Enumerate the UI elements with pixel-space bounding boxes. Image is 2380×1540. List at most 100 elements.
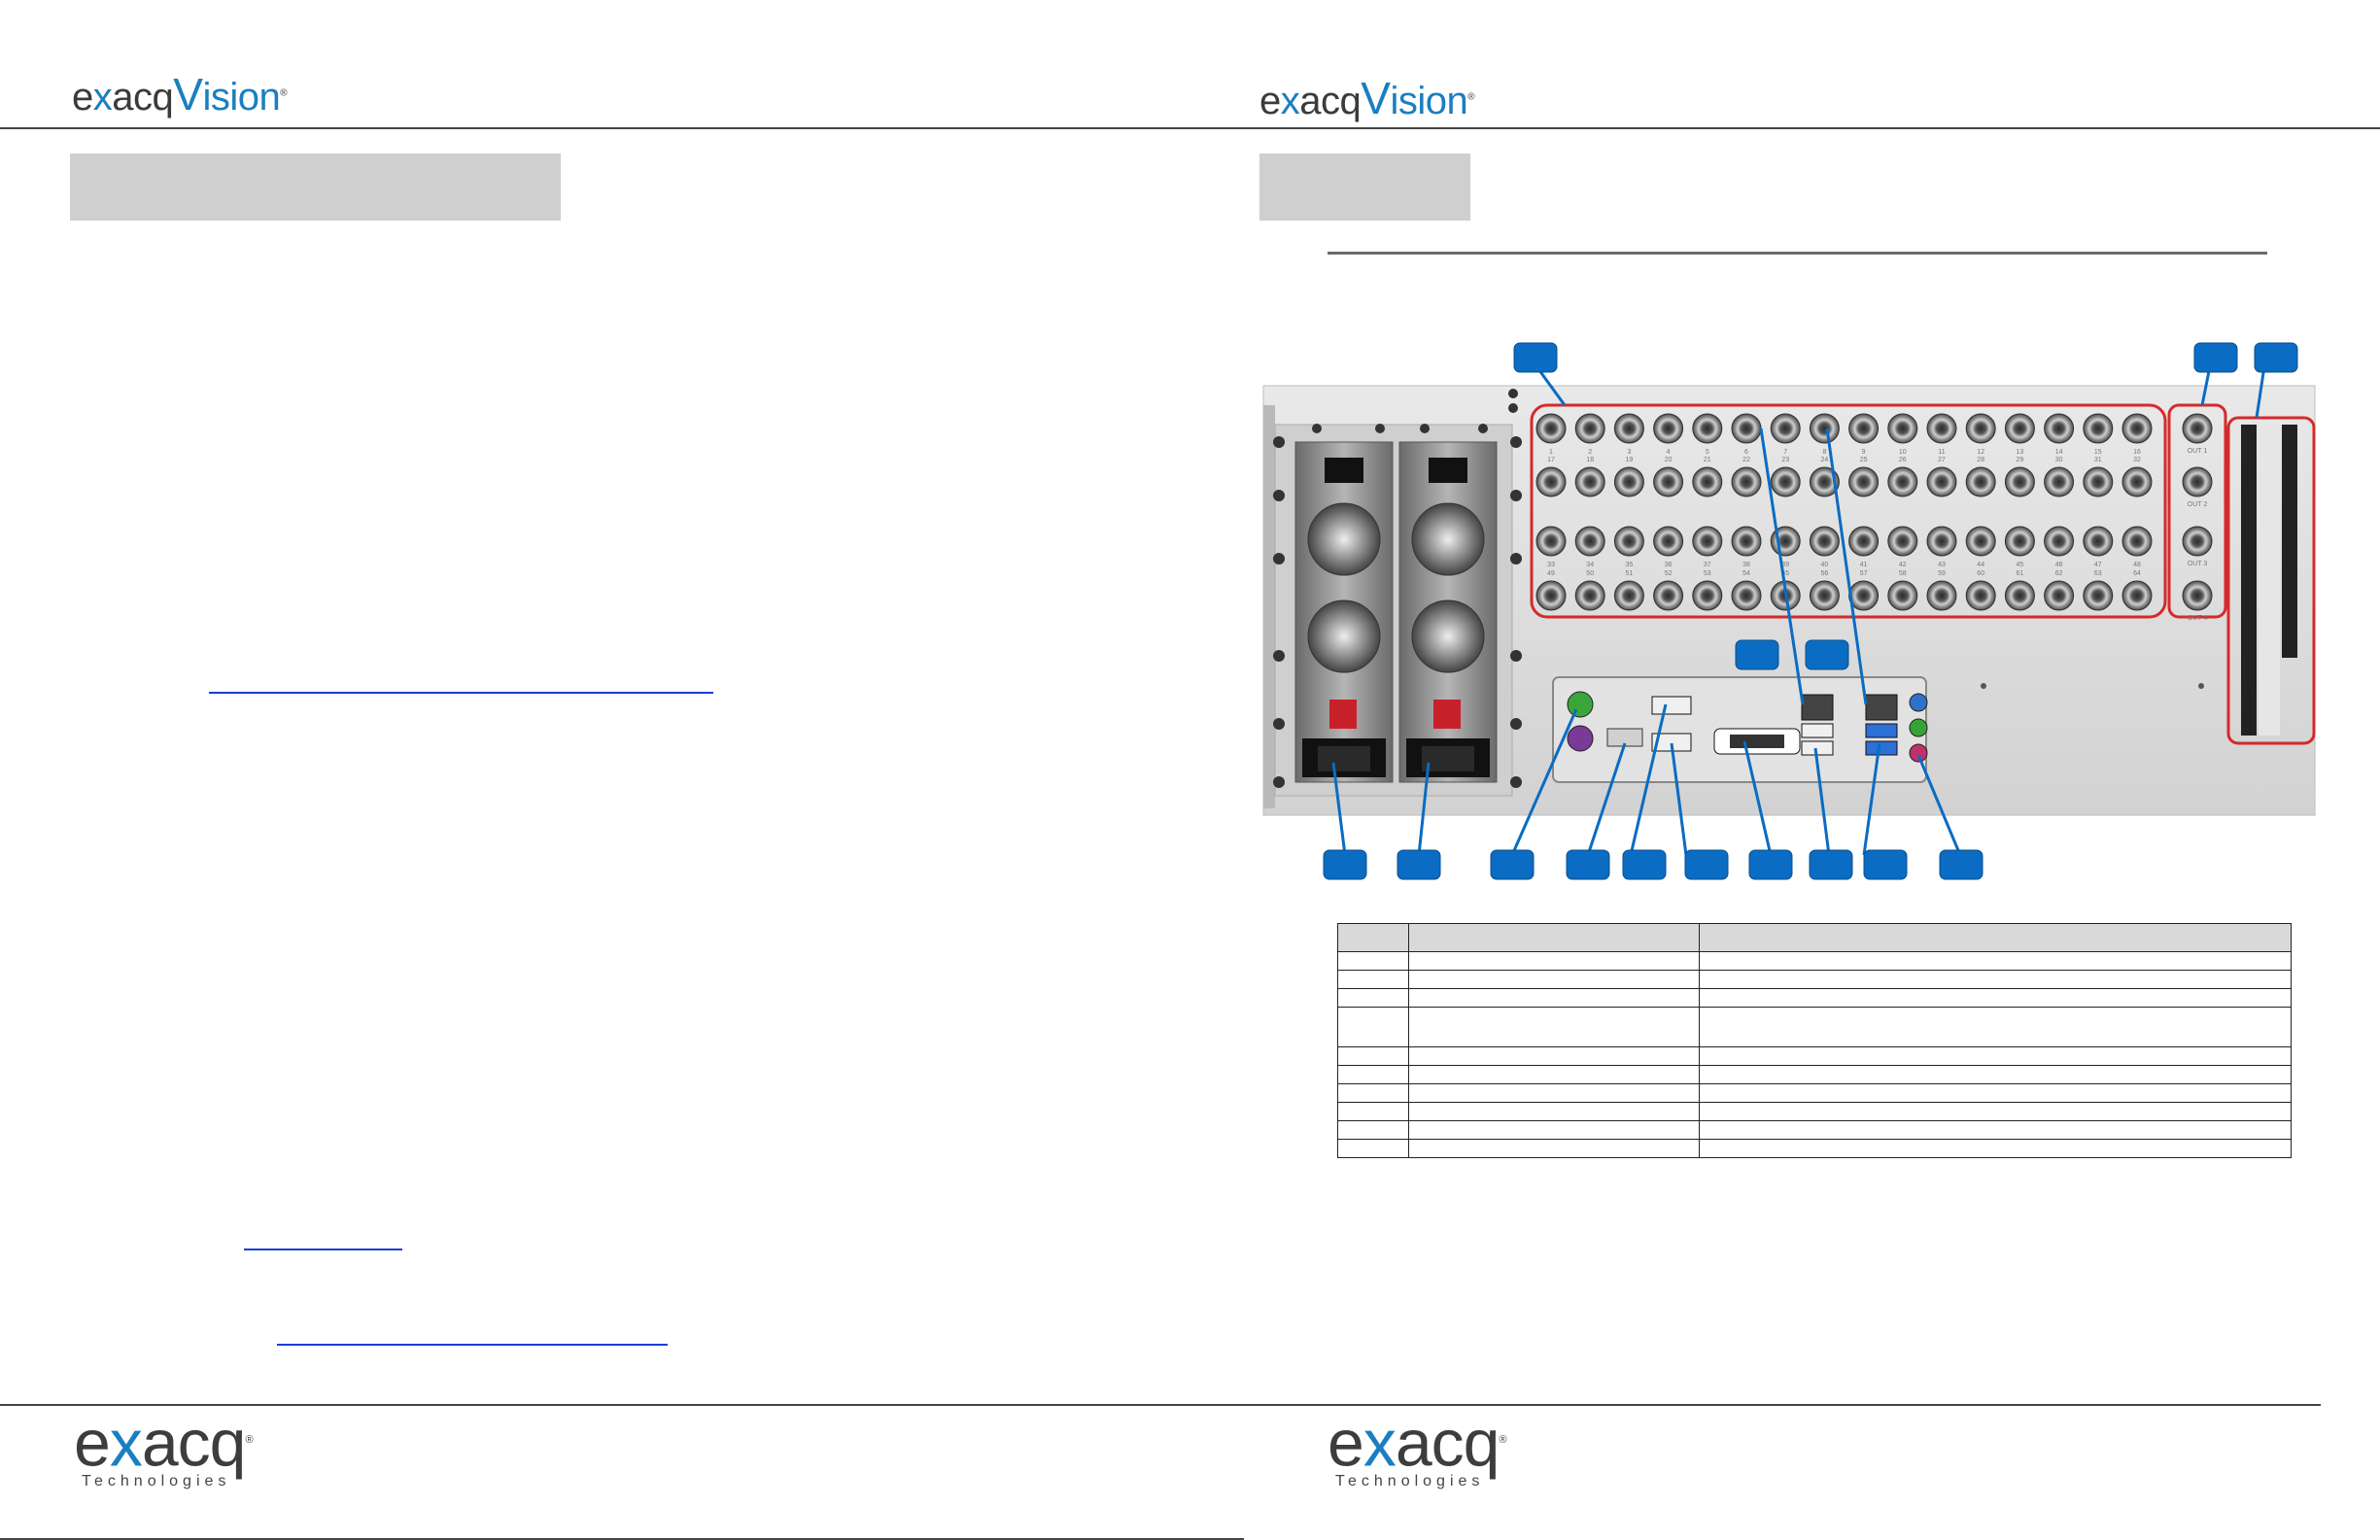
bnc-connector	[2044, 580, 2075, 611]
bnc-connector	[1809, 466, 1840, 497]
bnc-channel-label: 1	[1549, 449, 1553, 456]
bnc-connector	[1770, 413, 1801, 444]
bnc-connector	[1809, 526, 1840, 557]
exacq-technologies-logo: exacq® Technologies	[74, 1406, 254, 1489]
bnc-connector	[1848, 580, 1880, 611]
bnc-channel-label: 27	[1938, 457, 1946, 463]
bnc-connector	[1653, 580, 1684, 611]
bnc-connector	[1731, 466, 1762, 497]
hyperlink-underline[interactable]	[277, 1344, 668, 1346]
bnc-connector	[1613, 413, 1644, 444]
bnc-channel-label: 6	[1744, 449, 1748, 456]
bnc-connector	[2004, 580, 2035, 611]
bnc-channel-label: 46	[2055, 562, 2063, 568]
io-shield-ports	[1567, 691, 1928, 763]
bottom-rule	[0, 1538, 1244, 1540]
bnc-connector	[1809, 580, 1840, 611]
bnc-connector	[1887, 466, 1918, 497]
bnc-channel-label: 52	[1665, 570, 1673, 577]
bnc-output-label: OUT 3	[2188, 561, 2208, 567]
bnc-connector	[1653, 413, 1684, 444]
bnc-connector	[2083, 526, 2114, 557]
bnc-connector	[1965, 413, 1996, 444]
bnc-channel-label: 47	[2094, 562, 2102, 568]
bnc-channel-label: 32	[2133, 457, 2141, 463]
bnc-connector	[1692, 466, 1723, 497]
bnc-connector	[1535, 580, 1567, 611]
bnc-channel-label: 44	[1977, 562, 1984, 568]
bnc-connector	[1574, 526, 1605, 557]
hyperlink-underline[interactable]	[244, 1249, 402, 1250]
bnc-channel-label: 43	[1938, 562, 1946, 568]
bnc-channel-label: 55	[1781, 570, 1789, 577]
header-rule	[1254, 127, 2380, 129]
bnc-channel-label: 33	[1547, 562, 1555, 568]
bnc-connector	[2004, 466, 2035, 497]
bnc-connector	[1613, 526, 1644, 557]
bnc-connector	[2121, 526, 2153, 557]
bnc-channel-label: 5	[1706, 449, 1709, 456]
bnc-channel-label: 7	[1783, 449, 1787, 456]
header-rule	[0, 127, 1254, 129]
bnc-connector	[1574, 580, 1605, 611]
bnc-connector	[2083, 580, 2114, 611]
bnc-output-connector	[2182, 580, 2213, 611]
section-rule	[1328, 252, 2267, 255]
bnc-connector	[1887, 580, 1918, 611]
bnc-channel-label: 42	[1899, 562, 1907, 568]
bnc-channel-label: 45	[2017, 562, 2024, 568]
bnc-connector	[2121, 580, 2153, 611]
bnc-channel-label: 12	[1977, 449, 1984, 456]
section-title-bar	[1259, 154, 1470, 221]
bnc-channel-label: 22	[1742, 457, 1750, 463]
bnc-connector	[2083, 413, 2114, 444]
bnc-channel-label: 35	[1626, 562, 1634, 568]
bnc-channel-label: 31	[2094, 457, 2102, 463]
bnc-connector	[1731, 526, 1762, 557]
bnc-channel-label: 54	[1742, 570, 1750, 577]
bnc-channel-label: 64	[2133, 570, 2141, 577]
hyperlink-underline[interactable]	[209, 692, 713, 694]
bnc-connector	[1965, 526, 1996, 557]
bnc-connector	[2121, 466, 2153, 497]
bnc-channel-label: 13	[2017, 449, 2024, 456]
bnc-channel-label: 51	[1626, 570, 1634, 577]
bnc-connector	[2044, 526, 2075, 557]
bnc-channel-label: 14	[2055, 449, 2063, 456]
bnc-channel-label: 58	[1899, 570, 1907, 577]
bnc-channel-label: 40	[1821, 562, 1829, 568]
bnc-output-connector	[2182, 413, 2213, 444]
bnc-channel-label: 4	[1667, 449, 1671, 456]
exacq-technologies-logo: exacq® Technologies	[1328, 1406, 1507, 1489]
bnc-channel-label: 16	[2133, 449, 2141, 456]
bnc-connector	[1613, 466, 1644, 497]
bnc-connector	[1965, 466, 1996, 497]
bnc-channel-label: 11	[1938, 449, 1945, 456]
bnc-connector	[1653, 466, 1684, 497]
bnc-connector	[1535, 413, 1567, 444]
bnc-channel-label: 24	[1821, 457, 1829, 463]
bnc-connector	[2044, 413, 2075, 444]
bnc-channel-label: 30	[2055, 457, 2063, 463]
bnc-connector	[1887, 413, 1918, 444]
bnc-channel-label: 53	[1704, 570, 1711, 577]
bnc-connector	[1809, 413, 1840, 444]
bnc-connector	[1848, 466, 1880, 497]
bnc-connector	[1926, 526, 1957, 557]
bnc-channel-label: 20	[1665, 457, 1673, 463]
power-supply-2	[1398, 441, 1498, 783]
bnc-connector	[2083, 466, 2114, 497]
alarm-io-terminal-block	[2241, 425, 2297, 736]
bnc-channel-label: 62	[2055, 570, 2063, 577]
bnc-connector	[1926, 413, 1957, 444]
bnc-channel-label: 29	[2017, 457, 2024, 463]
exacqvision-logo: exacqVision®	[72, 69, 288, 120]
bnc-connector	[1692, 413, 1723, 444]
bnc-connector	[1965, 580, 1996, 611]
bnc-connector	[1848, 413, 1880, 444]
bnc-connector	[1770, 466, 1801, 497]
left-page: exacqVision® exacq® Technologies	[0, 69, 1254, 1540]
bnc-output-label: OUT 2	[2188, 501, 2208, 508]
